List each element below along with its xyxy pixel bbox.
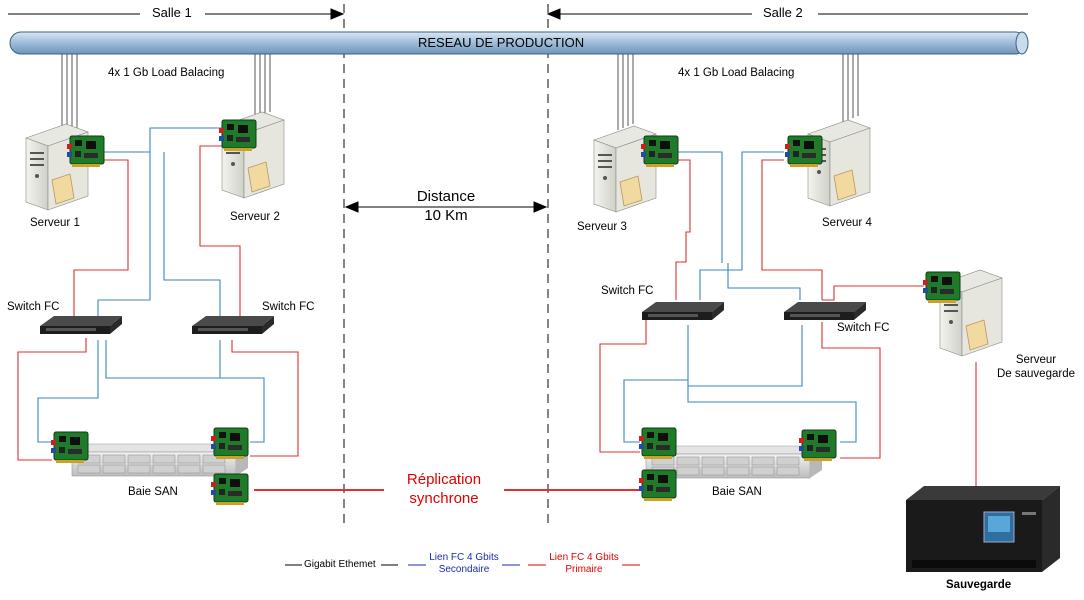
load-balancing-label-right: 4x 1 Gb Load Balacing	[678, 67, 795, 79]
fc-card-server-1	[66, 135, 105, 168]
fc-switch-3	[642, 302, 724, 320]
replication-label: Réplication synchrone	[384, 470, 504, 508]
load-balancing-label-left: 4x 1 Gb Load Balacing	[108, 67, 225, 79]
server-4-label: Serveur 4	[822, 217, 872, 229]
network-bar-label: RESEAU DE PRODUCTION	[418, 35, 585, 50]
fc-switch-4	[784, 302, 866, 320]
distance-label: Distance 10 Km	[396, 187, 496, 225]
salle-1-label: Salle 1	[152, 5, 192, 20]
legend-fc-secondary: Lien FC 4 Gbits Secondaire	[426, 552, 502, 576]
backup-server-label-line2: De sauvegarde	[997, 368, 1075, 380]
fc-switch-2	[192, 316, 274, 334]
primary-fc-links	[17, 145, 977, 490]
server-2-label: Serveur 2	[230, 211, 280, 223]
fc-card-san-1-right	[210, 427, 249, 460]
switch-1-label: Switch FC	[7, 301, 60, 313]
secondary-fc-links	[37, 127, 857, 443]
san-1-label: Baie SAN	[128, 486, 178, 498]
fc-card-server-2	[218, 119, 257, 152]
switch-4-label: Switch FC	[837, 322, 890, 334]
san-2-label: Baie SAN	[712, 486, 762, 498]
backup-server-label-line1: Serveur	[1015, 354, 1057, 366]
switch-2-label: Switch FC	[262, 301, 315, 313]
server-3-label: Serveur 3	[577, 221, 627, 233]
fc-card-backup-server	[922, 271, 961, 304]
backup-server-label: Serveur De sauvegarde	[990, 353, 1082, 381]
fc-card-server-4	[784, 135, 823, 168]
distance-title: Distance	[416, 188, 476, 205]
distance-arrow	[344, 201, 548, 213]
replication-label-line1: Réplication	[406, 471, 482, 488]
legend-fc-primary: Lien FC 4 Gbits Primaire	[546, 552, 622, 576]
fc-switch-1	[40, 316, 122, 334]
fc-card-san-2-right	[798, 429, 837, 462]
fc-card-server-3	[640, 135, 679, 168]
distance-value: 10 Km	[424, 207, 468, 224]
salle-1-arrow	[8, 8, 345, 20]
legend-ethernet: Gigabit Ethemet	[304, 559, 376, 570]
replication-label-line2: synchrone	[409, 490, 479, 507]
legend-fc-secondary-line2: Secondaire	[438, 564, 490, 575]
salle-2-arrow	[546, 8, 1028, 20]
ethernet-links	[61, 54, 859, 135]
fc-card-san-1-left	[50, 431, 89, 464]
backup-device-label: Sauvegarde	[946, 579, 1012, 591]
tape-library	[906, 486, 1060, 572]
legend-fc-primary-line1: Lien FC 4 Gbits	[549, 552, 619, 563]
switch-3-label: Switch FC	[601, 285, 654, 297]
salle-2-label: Salle 2	[763, 5, 803, 20]
fc-card-san-2-left	[638, 427, 677, 460]
production-network-bar	[9, 31, 1029, 55]
fc-card-san-1-replication	[210, 473, 249, 506]
fc-card-san-2-replication	[638, 469, 677, 502]
server-1-label: Serveur 1	[30, 217, 80, 229]
legend-fc-primary-line2: Primaire	[565, 564, 603, 575]
legend-fc-secondary-line1: Lien FC 4 Gbits	[429, 552, 499, 563]
